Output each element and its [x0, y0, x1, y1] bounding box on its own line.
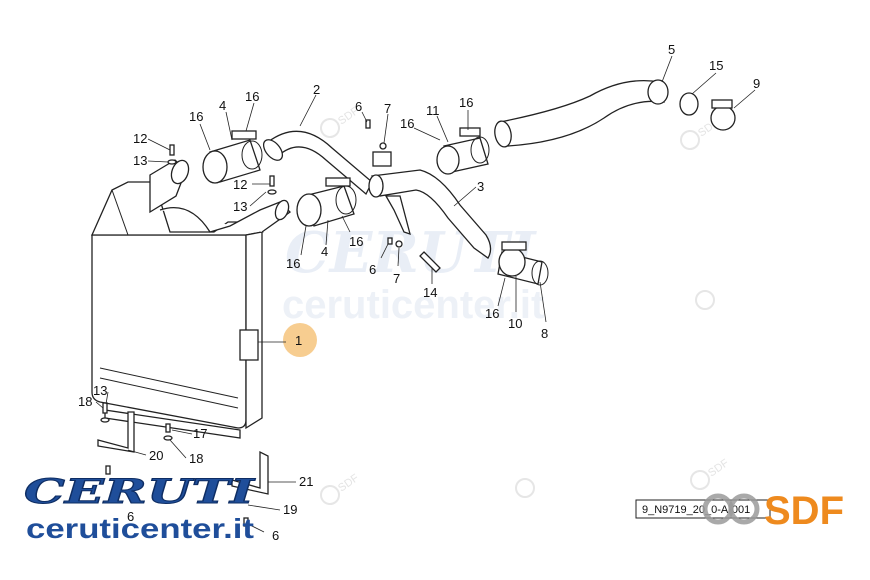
callout-label: 6	[127, 509, 134, 524]
callout-label: 13	[133, 153, 147, 168]
callout-label: 1	[295, 333, 302, 348]
pipe-part-3	[368, 151, 492, 259]
callout-label: 7	[384, 101, 391, 116]
callout-label: 10	[508, 316, 522, 331]
sdf-gear-icon	[702, 493, 760, 525]
callout-label: 6	[369, 262, 376, 277]
callout-label: 19	[283, 502, 297, 517]
callout-label: 13	[233, 199, 247, 214]
callout-label: 12	[233, 177, 247, 192]
callout-label: 16	[459, 95, 473, 110]
callout-label: 5	[668, 42, 675, 57]
callout-1-highlight	[283, 323, 317, 357]
callout-label: 18	[189, 451, 203, 466]
callout-label: 4	[219, 98, 226, 113]
callout-label: 14	[423, 285, 437, 300]
bracket-part-21	[231, 450, 269, 495]
callout-label: 17	[193, 426, 207, 441]
callout-label: 9	[753, 76, 760, 91]
sleeve-part-10	[497, 241, 549, 286]
o-ring-part	[679, 92, 699, 116]
watermark-sdf-mark: SDF	[706, 457, 731, 480]
ceruti-logo: CERUTI ceruticenter.it	[24, 472, 257, 545]
bracket-part-20	[97, 411, 135, 453]
callout-label: 20	[149, 448, 163, 463]
callout-label: 18	[78, 394, 92, 409]
hardware-parts	[100, 119, 441, 527]
callout-labels: 1 2 3 4 4 5 6 6 6 6 7 7 8 9 10 11 12 12 …	[78, 42, 760, 543]
callout-label: 6	[355, 99, 362, 114]
clamp-part-9	[710, 99, 736, 131]
callout-label: 16	[485, 306, 499, 321]
callout-label: 15	[709, 58, 723, 73]
sleeve-part-11	[436, 127, 490, 175]
intercooler-part	[90, 159, 292, 439]
callout-label: 7	[393, 271, 400, 286]
callout-label: 21	[299, 474, 313, 489]
hose-part-5	[494, 79, 669, 148]
callout-label: 16	[245, 89, 259, 104]
callout-label: 11	[426, 103, 440, 118]
callout-label: 3	[477, 179, 484, 194]
callout-label: 16	[189, 109, 203, 124]
callout-label: 12	[133, 131, 147, 146]
callout-label: 16	[400, 116, 414, 131]
callout-label: 6	[272, 528, 279, 543]
callout-label: 13	[93, 383, 107, 398]
watermark-url: ceruticenter.it	[282, 283, 544, 327]
sdf-logo: SDF	[702, 489, 844, 533]
watermark-sdf-mark: SDF	[336, 472, 361, 495]
sdf-logo-text: SDF	[764, 489, 844, 533]
leader-lines	[95, 55, 756, 533]
ceruti-logo-url: ceruticenter.it	[26, 513, 254, 544]
callout-label: 2	[313, 82, 320, 97]
callout-label: 16	[349, 234, 363, 249]
ceruti-logo-brand: CERUTI	[24, 472, 256, 512]
callout-label: 8	[541, 326, 548, 341]
hose-part-2	[262, 130, 373, 196]
callout-label: 16	[286, 256, 300, 271]
sleeve-part-4-lower	[296, 177, 357, 227]
sleeve-part-4-upper	[202, 130, 263, 184]
callout-label: 4	[321, 244, 328, 259]
reference-code: 9_N9719_20_0-A-001	[642, 504, 750, 516]
